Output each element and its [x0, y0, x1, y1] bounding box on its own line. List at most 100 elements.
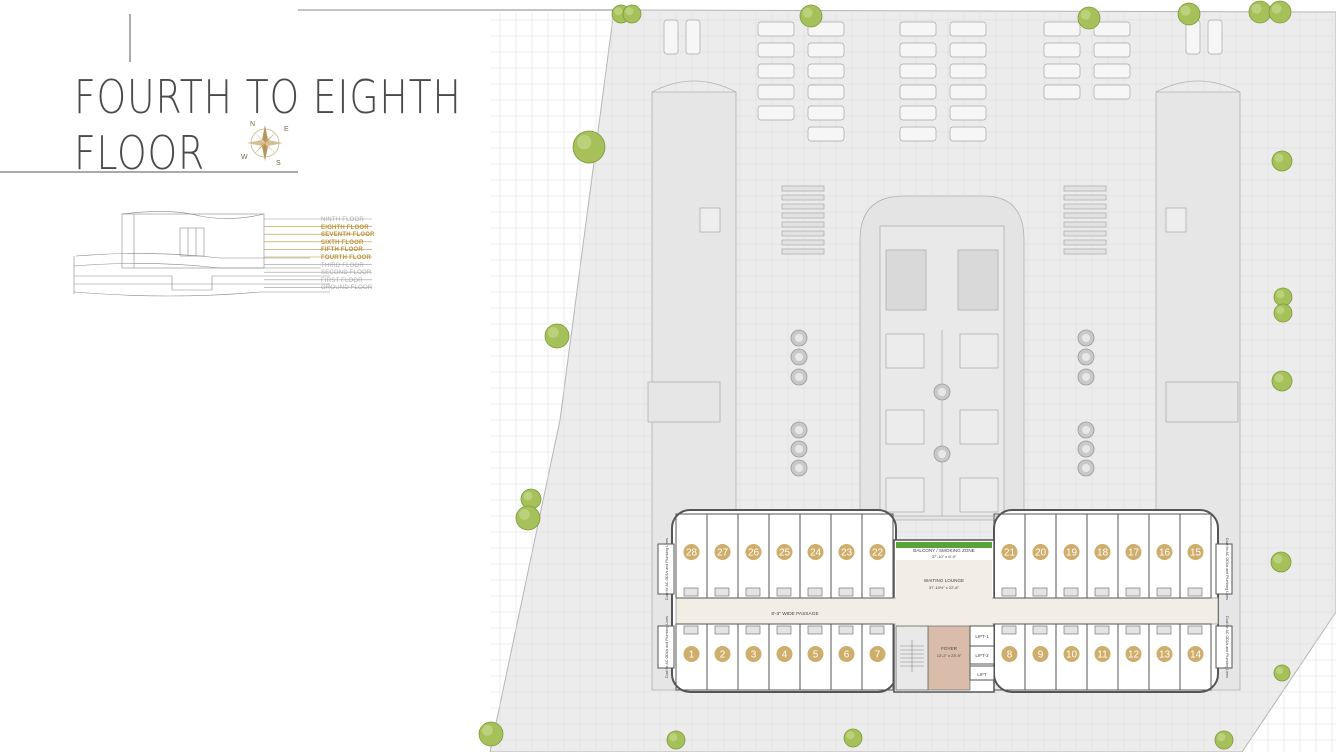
bike-slot — [781, 194, 825, 201]
parking-slot — [685, 19, 701, 55]
tree-icon — [515, 505, 541, 531]
unit-number: 20 — [1035, 548, 1047, 559]
parking-slot — [899, 63, 937, 79]
planter-icon — [1077, 368, 1095, 386]
parking-slot — [757, 21, 795, 37]
parking-slot — [949, 105, 987, 121]
parking-slot — [1043, 42, 1081, 58]
parking-slot — [1207, 19, 1223, 55]
central-podium — [859, 195, 1025, 521]
floor-legend-item: NINTH FLOOR — [321, 217, 364, 223]
unit-number-badge — [1094, 646, 1111, 662]
unit-number-badge — [1125, 646, 1142, 662]
unit-number-badge — [683, 544, 700, 560]
toilet-wash-block — [1094, 587, 1110, 597]
toilet-wash-block — [776, 625, 792, 635]
tree-icon — [1248, 0, 1272, 24]
bike-slot — [781, 248, 825, 255]
unit-number: 15 — [1190, 548, 1202, 559]
tree-icon — [622, 4, 642, 24]
unit-15: 15 — [1179, 513, 1212, 599]
unit-number-badge — [1032, 544, 1049, 560]
unit-number-badge — [776, 544, 793, 560]
lift-3-label: LIFT — [977, 672, 987, 677]
unit-number: 6 — [844, 650, 850, 661]
unit-13: 13 — [1148, 623, 1181, 691]
tree-icon — [572, 130, 606, 164]
toilet-wash-block — [683, 587, 699, 597]
parking-slot — [899, 21, 937, 37]
tree-icon — [478, 721, 504, 747]
toilet-wash-block — [745, 587, 761, 597]
toilet-wash-block — [1094, 625, 1110, 635]
compass-north-label: N — [250, 121, 256, 128]
floor-legend-item: FIFTH FLOOR — [321, 247, 363, 254]
unit-number: 10 — [1066, 650, 1078, 661]
planter-icon — [1077, 348, 1095, 366]
unit-number-badge — [1001, 646, 1018, 662]
bike-slot — [781, 212, 825, 219]
floor-legend-item: EIGHTH FLOOR — [321, 224, 369, 231]
tree-icon — [1273, 287, 1293, 307]
parking-slot — [663, 19, 679, 55]
unit-6: 6 — [830, 623, 863, 691]
unit-27: 27 — [706, 513, 739, 599]
unit-number: 23 — [841, 548, 853, 559]
tree-icon — [1271, 370, 1293, 392]
toilet-wash-block — [838, 587, 854, 597]
toilet-wash-block — [1032, 587, 1048, 597]
tree-icon — [1177, 2, 1201, 26]
unit-wall — [1179, 513, 1212, 599]
unit-number: 27 — [717, 548, 729, 559]
unit-3: 3 — [737, 623, 770, 691]
unit-number-badge — [1187, 544, 1204, 560]
parking-slot — [949, 63, 987, 79]
building-elevation-key — [73, 211, 330, 297]
unit-number-badge — [714, 646, 731, 662]
unit-number-badge — [683, 646, 700, 662]
parking-slot — [899, 84, 937, 100]
planter-icon — [1077, 329, 1095, 347]
parking-slot — [1043, 84, 1081, 100]
duct-label-top-right: Duct for AC ODUs and Plumbing Lines — [1225, 538, 1229, 600]
waiting-lounge-dimension: 37'-10½" x 22'-8" — [929, 585, 960, 590]
tree-icon — [666, 730, 686, 750]
tree-icon — [1077, 6, 1101, 30]
toilet-wash-block — [1125, 587, 1141, 597]
unit-number: 8 — [1007, 650, 1013, 661]
tree-icon — [799, 4, 823, 28]
parking-slot — [949, 126, 987, 142]
toilet-wash-block — [838, 625, 854, 635]
unit-number: 16 — [1159, 548, 1171, 559]
floor-legend-item: SECOND FLOOR — [321, 270, 372, 277]
bike-slot — [781, 230, 825, 237]
unit-number: 22 — [872, 548, 884, 559]
parking-slot — [757, 105, 795, 121]
unit-number-badge — [1094, 544, 1111, 560]
unit-number-badge — [807, 544, 824, 560]
unit-19: 19 — [1055, 513, 1088, 599]
unit-2: 2 — [706, 623, 739, 691]
duct-label-bottom-left: Duct for AC ODUs and Plumbing Lines — [665, 616, 669, 678]
planter-icon — [933, 383, 951, 401]
parking-slot — [807, 63, 845, 79]
elevation-floor-lines — [264, 218, 372, 288]
parking-slot — [1093, 21, 1131, 37]
planter-icons — [790, 329, 1095, 477]
unit-number-badge — [1001, 544, 1018, 560]
toilet-wash-block — [1063, 587, 1079, 597]
parking-slot — [807, 126, 845, 142]
parking-slots — [663, 19, 1223, 255]
toilet-wash-block — [1187, 625, 1203, 635]
bike-slot — [1063, 230, 1107, 237]
toilet-wash-block — [1063, 625, 1079, 635]
unit-number-badge — [1125, 544, 1142, 560]
parking-slot — [899, 126, 937, 142]
unit-number: 25 — [779, 548, 791, 559]
unit-number-badge — [1156, 646, 1173, 662]
unit-number: 2 — [720, 650, 726, 661]
unit-5: 5 — [799, 623, 832, 691]
unit-number-badge — [776, 646, 793, 662]
